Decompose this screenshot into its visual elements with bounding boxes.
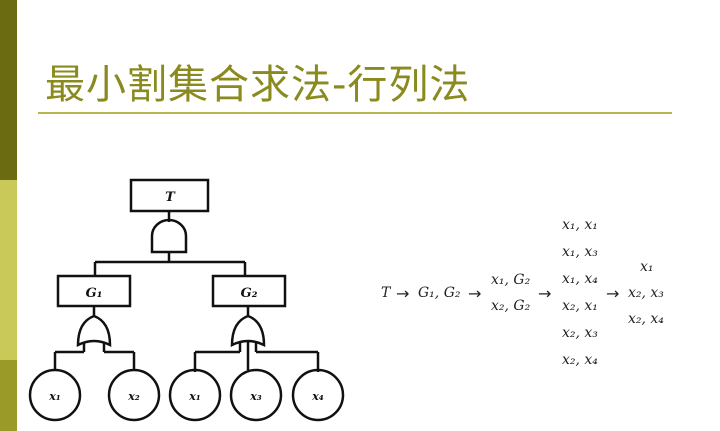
top-event-label: T (165, 190, 176, 205)
side-bar-middle (0, 180, 17, 360)
gate-g2-label: G₂ (241, 286, 258, 301)
formula-start: T (381, 285, 391, 301)
or-gate-g1 (76, 314, 112, 348)
side-bar-top (0, 0, 17, 180)
event-circle-x3 (229, 368, 283, 422)
formula-step3-item: x₁, x₄ (562, 271, 598, 287)
gate-g1-label: G₁ (86, 286, 103, 301)
event-circle-x4 (291, 368, 345, 422)
event-label-x1-right: x₁ (188, 390, 200, 403)
event-circle-x1-left (28, 368, 82, 422)
event-circle-x1-right (168, 368, 222, 422)
formula-step3-item: x₁, x₁ (562, 217, 598, 233)
arrow-3: → (538, 284, 552, 303)
formula-step2-item: x₁, G₂ (491, 272, 531, 288)
event-label-x4: x₄ (311, 390, 324, 403)
formula-step3-item: x₂, x₄ (562, 352, 598, 368)
arrow-4: → (606, 284, 620, 303)
event-label-x2: x₂ (127, 390, 140, 403)
slide-title: 最小割集合求法-行列法 (45, 62, 471, 108)
arrow-2: → (468, 284, 482, 303)
formula-result-item: x₁ (640, 259, 654, 275)
formula-step3-item: x₂, x₃ (562, 325, 598, 341)
event-label-x3: x₃ (249, 390, 262, 403)
formula-step2-item: x₂, G₂ (491, 298, 531, 314)
formula-step3-item: x₂, x₁ (562, 298, 598, 314)
side-bar-bottom (0, 360, 17, 431)
and-gate (150, 218, 188, 254)
event-circle-x2 (107, 368, 161, 422)
formula-step3-item: x₁, x₃ (562, 244, 598, 260)
arrow-1: → (396, 284, 410, 303)
formula-step1: G₁, G₂ (418, 285, 461, 301)
formula-result-item: x₂, x₃ (628, 285, 664, 301)
or-gate-g2 (230, 314, 266, 348)
event-label-x1-left: x₁ (48, 390, 60, 403)
title-rule (38, 112, 672, 114)
formula-result-item: x₂, x₄ (628, 311, 664, 327)
